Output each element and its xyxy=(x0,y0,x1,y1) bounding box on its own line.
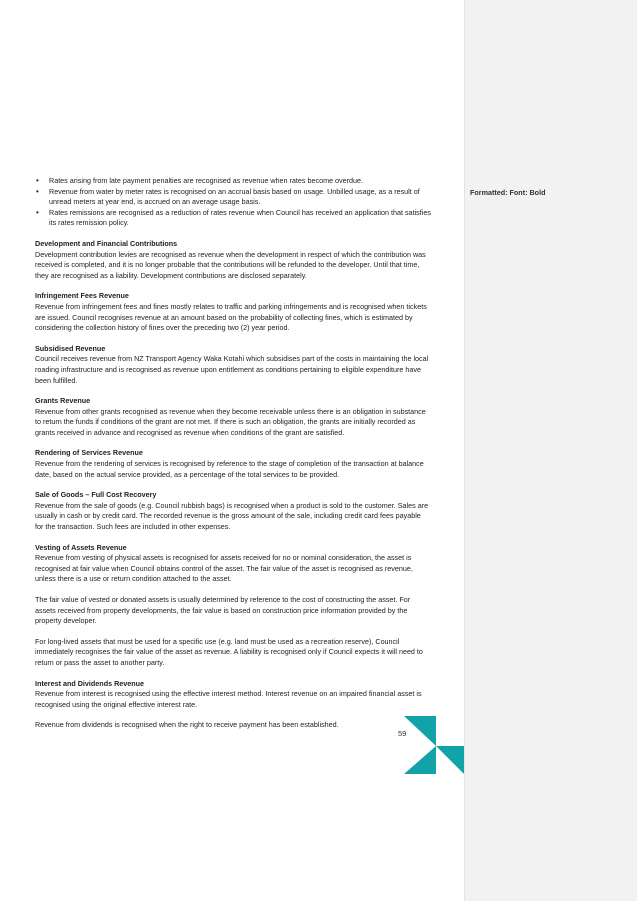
bullet-item: Rates arising from late payment penaltie… xyxy=(36,176,431,187)
bullet-list: Rates arising from late payment penaltie… xyxy=(35,176,431,229)
logo-triangle-left xyxy=(404,746,436,774)
comment-margin-pane xyxy=(464,0,637,901)
section-paragraph: Revenue from other grants recognised as … xyxy=(35,406,426,437)
section-heading: Sale of Goods – Full Cost Recovery xyxy=(35,490,157,500)
teal-triangles-logo-icon xyxy=(404,716,464,774)
section-paragraph: For long-lived assets that must be used … xyxy=(35,636,423,667)
section-paragraph: Revenue from infringement fees and fines… xyxy=(35,301,427,333)
section-heading: Grants Revenue xyxy=(35,396,91,406)
section-heading: Subsidised Revenue xyxy=(35,343,106,353)
section-heading: Rendering of Services Revenue xyxy=(35,448,143,458)
section-paragraph: The fair value of vested or donated asse… xyxy=(35,595,411,626)
section-heading: Interest and Dividends Revenue xyxy=(35,678,145,688)
bullet-item: Rates remissions are recognised as a red… xyxy=(36,208,431,229)
section-heading: Infringement Fees Revenue xyxy=(35,291,129,301)
logo-triangle-top xyxy=(404,716,436,746)
document-page xyxy=(0,0,464,901)
section-paragraph: Revenue from dividends is recognised whe… xyxy=(35,720,339,730)
section-heading: Development and Financial Contributions xyxy=(35,238,178,248)
page-number: 59 xyxy=(398,729,407,738)
document-body: Rates arising from late payment penaltie… xyxy=(35,176,431,731)
section-paragraph: Revenue from interest is recognised usin… xyxy=(35,689,422,709)
bullet-item: Revenue from water by meter rates is rec… xyxy=(36,187,431,208)
logo-triangle-right xyxy=(436,746,464,774)
section-paragraph: Revenue from vesting of physical assets … xyxy=(35,553,413,584)
section-paragraph: Development contribution levies are reco… xyxy=(35,249,426,280)
formatting-comment[interactable]: Formatted: Font: Bold xyxy=(470,188,546,197)
section-heading: Vesting of Assets Revenue xyxy=(35,542,127,552)
section-paragraph: Revenue from the sale of goods (e.g. Cou… xyxy=(35,500,429,532)
section-paragraph: Revenue from the rendering of services i… xyxy=(35,459,424,479)
section-paragraph: Council receives revenue from NZ Transpo… xyxy=(35,354,429,385)
